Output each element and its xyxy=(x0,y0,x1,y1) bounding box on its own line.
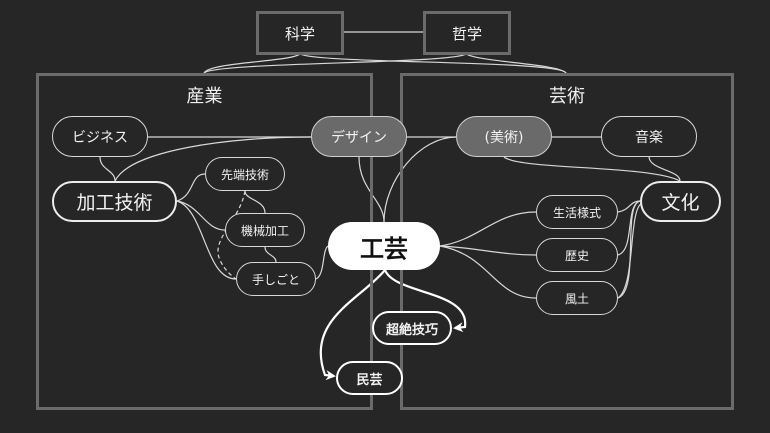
node-history-label: 歴史 xyxy=(564,248,589,263)
link-climate-culture-2 xyxy=(617,202,643,299)
node-folk-craft-label: 民芸 xyxy=(356,372,383,388)
link-climate-culture xyxy=(617,200,641,299)
node-machining-label: 機械加工 xyxy=(240,223,289,238)
philosophy-label: 哲学 xyxy=(451,24,482,43)
link-philosophy-art xyxy=(465,53,567,74)
node-history[interactable]: 歴史 xyxy=(536,238,618,272)
industry-title: 産業 xyxy=(186,86,223,107)
link-processing-machining xyxy=(176,200,226,231)
node-craft[interactable]: 工芸 xyxy=(328,222,440,270)
link-philosophy-industry xyxy=(203,53,467,74)
node-culture-label: 文化 xyxy=(661,192,700,214)
link-fineart-craft xyxy=(383,136,457,223)
node-music[interactable]: 音楽 xyxy=(601,116,697,157)
science-label: 科学 xyxy=(284,24,315,43)
link-music-culture xyxy=(648,156,681,182)
link-craft-history xyxy=(439,245,537,256)
node-design[interactable]: デザイン xyxy=(311,116,407,157)
node-virtuosity[interactable]: 超絶技巧 xyxy=(372,311,452,345)
node-climate[interactable]: 風土 xyxy=(536,281,618,315)
node-fine-art[interactable]: (美術) xyxy=(456,116,552,157)
arrow-craft-virtuosity xyxy=(383,269,467,333)
node-handwork[interactable]: 手しごと xyxy=(236,262,316,296)
node-cutting-edge-tech[interactable]: 先端技術 xyxy=(205,157,285,191)
link-fineart-culture xyxy=(503,156,681,182)
node-craft-label: 工芸 xyxy=(360,234,408,263)
link-craft-climate xyxy=(439,245,537,299)
link-lifestyle-culture xyxy=(617,200,641,213)
node-design-label: デザイン xyxy=(331,129,387,146)
link-science-art xyxy=(299,53,567,74)
node-business[interactable]: ビジネス xyxy=(52,116,148,157)
link-design-processing xyxy=(114,136,312,182)
link-business-processing xyxy=(99,156,116,182)
node-business-label: ビジネス xyxy=(72,129,128,146)
philosophy-box[interactable]: 哲学 xyxy=(423,11,511,55)
science-box[interactable]: 科学 xyxy=(256,11,344,55)
link-processing-handwork xyxy=(176,200,237,280)
node-cutting-edge-tech-label: 先端技術 xyxy=(220,167,269,182)
node-machining[interactable]: 機械加工 xyxy=(225,213,305,247)
node-processing-tech-label: 加工技術 xyxy=(76,192,153,214)
arrow-craft-folkcraft xyxy=(319,269,386,381)
node-handwork-label: 手しごと xyxy=(251,272,300,287)
node-virtuosity-label: 超絶技巧 xyxy=(385,322,438,338)
art-title: 芸術 xyxy=(549,86,585,107)
node-lifestyle[interactable]: 生活様式 xyxy=(536,195,618,229)
node-music-label: 音楽 xyxy=(635,129,663,146)
link-cutting-handwork-dashed xyxy=(217,190,246,280)
node-culture[interactable]: 文化 xyxy=(640,181,721,222)
node-fine-art-label: (美術) xyxy=(484,129,524,146)
link-handwork-craft xyxy=(315,245,329,280)
link-machining-handwork xyxy=(264,246,277,263)
node-climate-label: 風土 xyxy=(564,291,589,306)
node-lifestyle-label: 生活様式 xyxy=(552,205,601,220)
link-cutting-machining xyxy=(244,190,266,214)
link-craft-lifestyle xyxy=(439,211,537,247)
node-folk-craft[interactable]: 民芸 xyxy=(336,361,403,395)
link-science-industry xyxy=(203,53,301,74)
link-processing-cutting xyxy=(176,173,206,202)
node-processing-tech[interactable]: 加工技術 xyxy=(52,181,177,222)
